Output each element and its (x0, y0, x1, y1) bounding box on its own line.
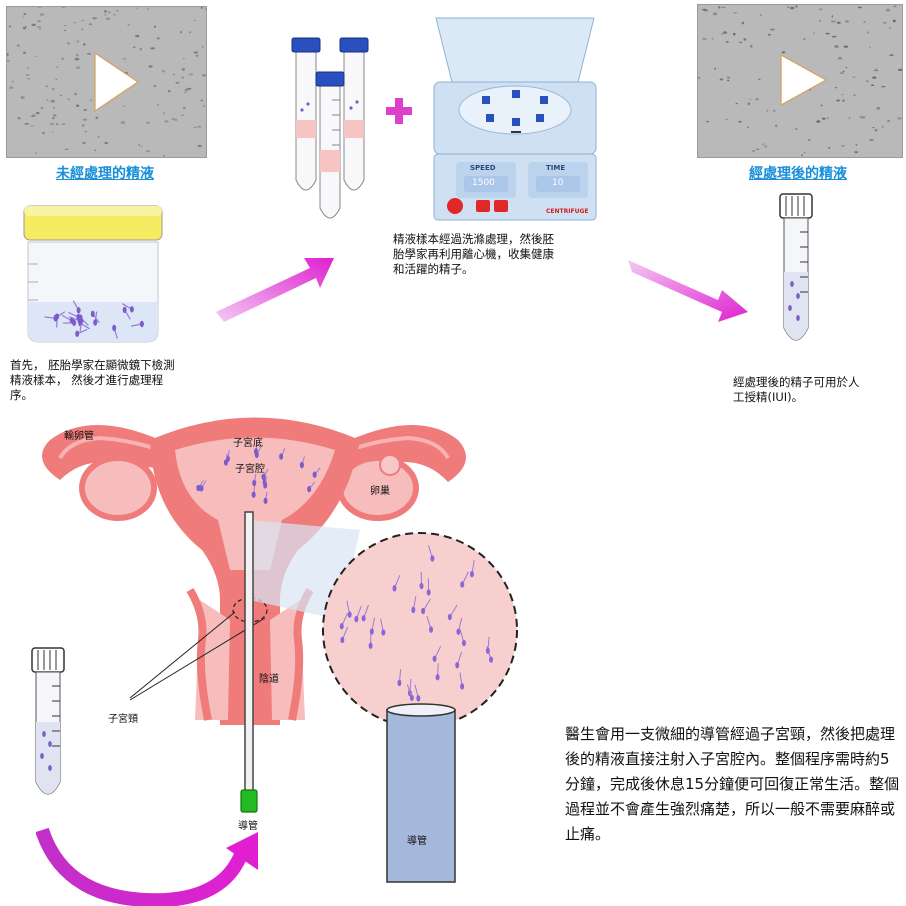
centrifuge-brand: CENTRIFUGE (546, 208, 588, 215)
catheter (238, 510, 264, 820)
label-vagina: 陰道 (259, 670, 279, 685)
label-ovary: 卵巢 (370, 482, 390, 497)
pause-icon[interactable] (476, 200, 490, 212)
power-icon[interactable] (448, 199, 462, 213)
play-icon[interactable] (7, 7, 206, 157)
label-catheter-zoom: 導管 (407, 832, 427, 847)
arrow-to-wash (208, 248, 338, 328)
label-catheter: 導管 (238, 817, 258, 832)
processed-semen-video[interactable] (697, 4, 903, 158)
speed-label: SPEED (470, 164, 496, 172)
speed-value: 1500 (472, 178, 495, 188)
zoom-catheter (385, 700, 457, 885)
label-cervix: 子宮頸 (108, 710, 138, 725)
label-fallopian-tube: 輸卵管 (64, 427, 94, 442)
arrow-to-result (622, 252, 752, 324)
centrifuge: SPEED 1500 TIME 10 CENTRIFUGE (428, 10, 602, 222)
step2-text: 精液樣本經過洗滌處理，然後胚胎學家再利用離心機，收集健康和活躍的精子。 (393, 232, 555, 277)
curved-arrow (36, 812, 266, 906)
syringe-tube (28, 646, 68, 804)
test-tubes (288, 30, 388, 230)
play-button-icon[interactable] (494, 200, 508, 212)
time-value: 10 (552, 178, 563, 188)
processed-tube (776, 192, 816, 350)
time-label: TIME (546, 164, 565, 172)
plus-icon (384, 96, 414, 126)
step1-text: 首先， 胚胎學家在顯微鏡下檢測精液樣本， 然後才進行處理程序。 (10, 358, 185, 403)
specimen-cup (14, 198, 174, 348)
step3-text: 經處理後的精子可用於人工授精(IUI)。 (733, 375, 863, 405)
raw-semen-caption: 未經處理的精液 (20, 163, 190, 183)
label-cavity: 子宮腔 (235, 460, 265, 475)
label-fundus: 子宮底 (233, 434, 263, 449)
processed-semen-caption: 經處理後的精液 (713, 163, 883, 183)
procedure-description: 醫生會用一支微細的導管經過子宮頸，然後把處理後的精液直接注射入子宮腔內。整個程序… (565, 722, 900, 847)
raw-semen-video[interactable] (6, 6, 207, 158)
play-icon[interactable] (698, 5, 902, 157)
